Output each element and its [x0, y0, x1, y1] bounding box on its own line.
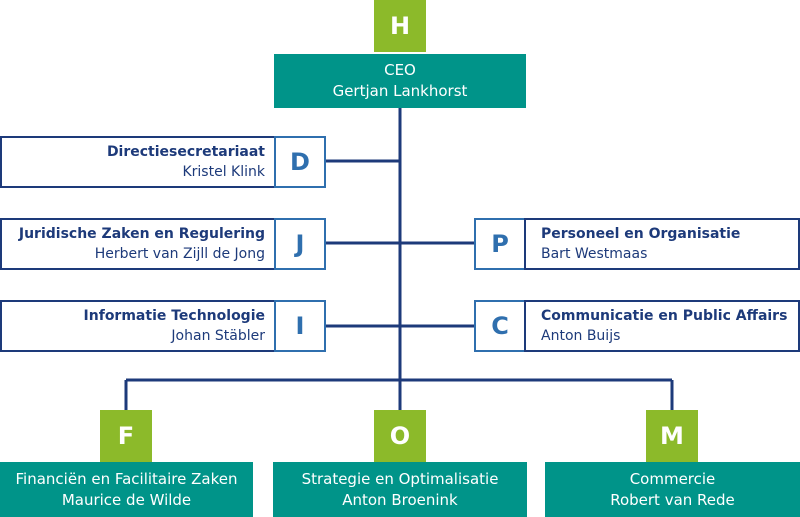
division-name: Maurice de Wilde	[61, 490, 192, 509]
division-name: Robert van Rede	[610, 490, 735, 509]
head-badge: H	[374, 0, 426, 52]
staff-name: Johan Stäbler	[171, 328, 265, 344]
division-badge-f: F	[100, 410, 152, 462]
staff-letter-p: P	[474, 218, 526, 270]
staff-letter-i: I	[274, 300, 326, 352]
division-title: Financiën en Facilitaire Zaken	[15, 469, 238, 488]
staff-box-informatie-technologie: Informatie Technologie Johan Stäbler	[0, 300, 276, 352]
staff-title: Directiesecretariaat	[106, 144, 265, 160]
ceo-title: CEO	[384, 61, 416, 79]
staff-box-directiesecretariaat: Directiesecretariaat Kristel Klink	[0, 136, 276, 188]
division-name: Anton Broenink	[342, 490, 458, 509]
division-box-strategie: Strategie en Optimalisatie Anton Broenin…	[273, 462, 527, 517]
division-badge-m: M	[646, 410, 698, 462]
division-title: Strategie en Optimalisatie	[301, 469, 499, 488]
staff-box-juridische-zaken: Juridische Zaken en Regulering Herbert v…	[0, 218, 276, 270]
staff-title: Personeel en Organisatie	[541, 226, 741, 242]
ceo-box: CEO Gertjan Lankhorst	[274, 54, 526, 108]
division-box-financien: Financiën en Facilitaire Zaken Maurice d…	[0, 462, 253, 517]
staff-box-communicatie-public-affairs: Communicatie en Public Affairs Anton Bui…	[524, 300, 800, 352]
staff-letter-d: D	[274, 136, 326, 188]
staff-title: Juridische Zaken en Regulering	[18, 226, 265, 242]
staff-title: Informatie Technologie	[83, 308, 265, 324]
staff-name: Herbert van Zijll de Jong	[94, 246, 265, 262]
staff-box-personeel-organisatie: Personeel en Organisatie Bart Westmaas	[524, 218, 800, 270]
division-box-commercie: Commercie Robert van Rede	[545, 462, 800, 517]
staff-name: Kristel Klink	[182, 164, 265, 180]
staff-name: Bart Westmaas	[541, 246, 648, 262]
staff-letter-c: C	[474, 300, 526, 352]
staff-letter-j: J	[274, 218, 326, 270]
staff-title: Communicatie en Public Affairs	[541, 308, 788, 324]
head-letter: H	[389, 12, 411, 40]
division-badge-o: O	[374, 410, 426, 462]
ceo-name: Gertjan Lankhorst	[332, 82, 468, 100]
division-title: Commercie	[629, 469, 716, 488]
staff-name: Anton Buijs	[541, 328, 621, 344]
